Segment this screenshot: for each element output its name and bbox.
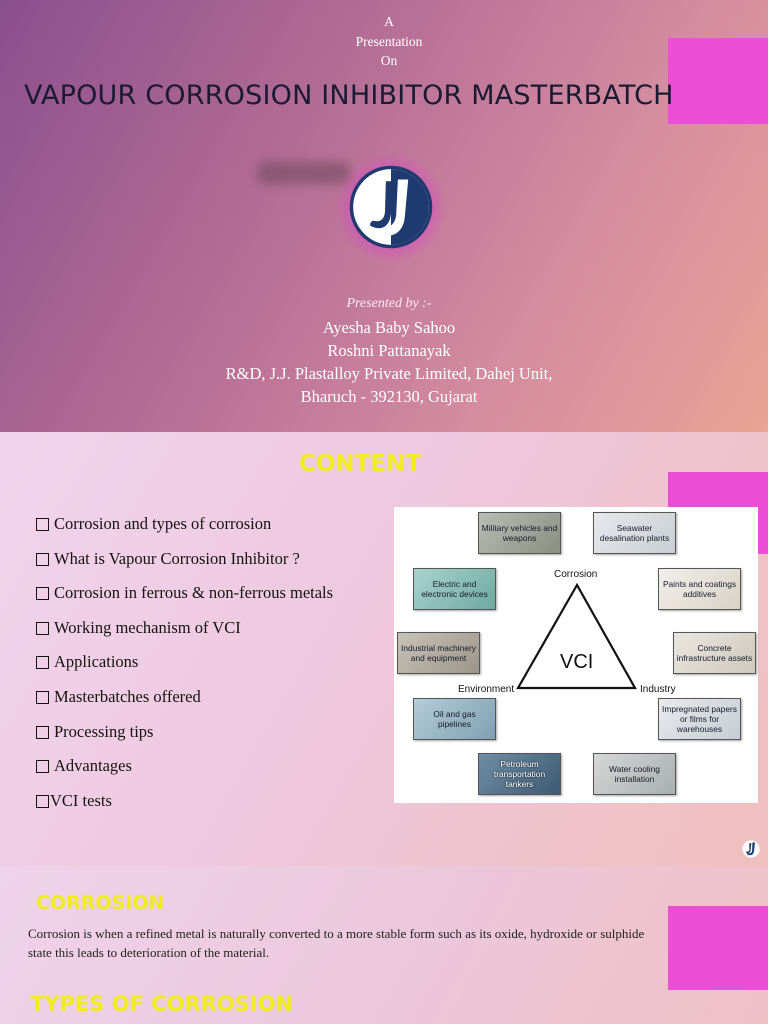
checkbox-bullet-icon bbox=[36, 518, 49, 531]
vci-applications-diagram: Corrosion Environment Industry VCI Milit… bbox=[394, 507, 758, 803]
checkbox-bullet-icon bbox=[36, 760, 49, 774]
list-item: Corrosion in ferrous & non-ferrous metal… bbox=[36, 583, 333, 618]
checkbox-bullet-icon bbox=[36, 656, 49, 670]
list-item: Advantages bbox=[36, 756, 333, 791]
list-item: Working mechanism of VCI bbox=[36, 618, 333, 653]
presentation-title: VAPOUR CORROSION INHIBITOR MASTERBATCH bbox=[24, 80, 674, 111]
content-slide: CONTENT Corrosion and types of corrosion… bbox=[0, 432, 768, 866]
content-list: Corrosion and types of corrosion What is… bbox=[36, 514, 333, 825]
box-papers: Impregnated papers or films for warehous… bbox=[658, 698, 741, 740]
intro-line: A bbox=[384, 14, 394, 29]
jj-logo-icon bbox=[349, 165, 433, 249]
presenter-info: Ayesha Baby Sahoo Roshni Pattanayak R&D,… bbox=[0, 316, 768, 408]
types-of-corrosion-heading: TYPES OF CORROSION bbox=[30, 992, 294, 1016]
corrosion-slide: CORROSION Corrosion is when a refined me… bbox=[0, 866, 768, 1024]
intro-text: A Presentation On bbox=[0, 12, 768, 71]
organization: R&D, J.J. Plastalloy Private Limited, Da… bbox=[225, 364, 553, 383]
vertex-label-industry: Industry bbox=[640, 684, 676, 695]
list-item: Applications bbox=[36, 652, 333, 687]
box-concrete: Concrete infrastructure assets bbox=[673, 632, 756, 674]
vci-center-label: VCI bbox=[560, 651, 594, 673]
checkbox-bullet-icon bbox=[36, 794, 49, 808]
title-slide: A Presentation On VAPOUR CORROSION INHIB… bbox=[0, 0, 768, 432]
accent-block bbox=[668, 38, 768, 124]
vertex-label-environment: Environment bbox=[458, 684, 515, 695]
corrosion-heading: CORROSION bbox=[36, 892, 165, 914]
list-item: VCI tests bbox=[36, 791, 333, 826]
box-tankers: Petroleum transportation tankers bbox=[478, 753, 561, 795]
list-item: Masterbatches offered bbox=[36, 687, 333, 722]
list-item: What is Vapour Corrosion Inhibitor ? bbox=[36, 549, 333, 584]
checkbox-bullet-icon bbox=[36, 552, 49, 566]
intro-line: Presentation bbox=[355, 33, 423, 49]
checkbox-bullet-icon bbox=[36, 587, 49, 601]
corrosion-definition: Corrosion is when a refined metal is nat… bbox=[28, 926, 645, 960]
presented-by-label: Presented by :- bbox=[346, 296, 432, 311]
content-heading: CONTENT bbox=[298, 451, 422, 477]
checkbox-bullet-icon bbox=[36, 690, 49, 704]
intro-line: On bbox=[380, 53, 398, 68]
box-machinery: Industrial machinery and equipment bbox=[397, 632, 480, 674]
box-pipelines: Oil and gas pipelines bbox=[413, 698, 496, 740]
box-electronic: Electric and electronic devices bbox=[413, 568, 496, 610]
box-cooling: Water cooling installation bbox=[593, 753, 676, 795]
jj-logo-icon bbox=[742, 840, 760, 858]
vci-triangle bbox=[516, 582, 637, 690]
vertex-label-corrosion: Corrosion bbox=[554, 569, 598, 580]
list-item: Processing tips bbox=[36, 722, 333, 757]
location: Bharuch - 392130, Gujarat bbox=[300, 387, 478, 406]
decorative-shadow bbox=[258, 162, 350, 184]
presenter-name: Ayesha Baby Sahoo bbox=[322, 318, 456, 337]
checkbox-bullet-icon bbox=[36, 621, 49, 635]
box-seawater: Seawater desalination plants bbox=[593, 512, 676, 554]
checkbox-bullet-icon bbox=[36, 725, 49, 739]
list-item: Corrosion and types of corrosion bbox=[36, 514, 333, 549]
box-military: Military vehicles and weapons bbox=[478, 512, 561, 554]
presenter-name: Roshni Pattanayak bbox=[327, 341, 451, 360]
accent-block bbox=[668, 906, 768, 990]
box-paints: Paints and coatings additives bbox=[658, 568, 741, 610]
